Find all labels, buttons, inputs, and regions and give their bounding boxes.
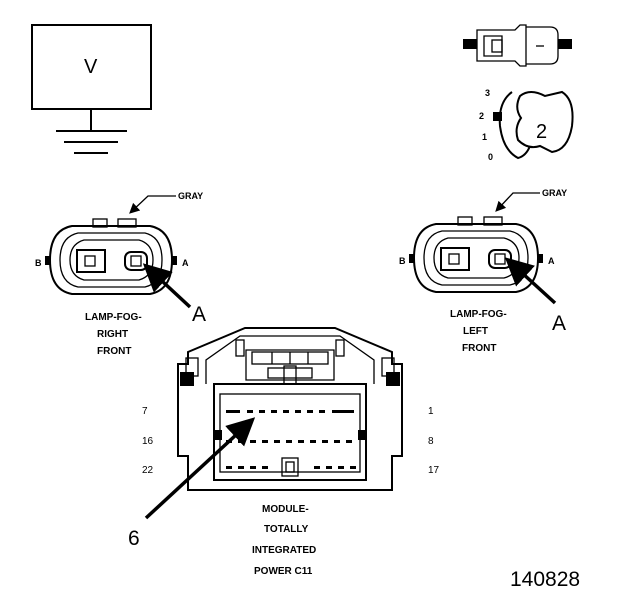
module-pin-16: 16 (142, 436, 154, 447)
right-front-name-line-3: FRONT (97, 346, 131, 357)
figure-number: 140828 (510, 568, 580, 591)
pin-row-1 (226, 410, 354, 413)
left-front-name-line-1: LAMP-FOG- (450, 309, 507, 320)
switch-position-1: 1 (482, 132, 487, 142)
module-pin-7: 7 (142, 406, 148, 417)
ground-icon (56, 130, 127, 154)
left-front-callout: A (552, 312, 566, 335)
left-front-pin-a: A (548, 256, 555, 266)
switch-position-2: 2 (479, 111, 484, 121)
module-name-line-2: TOTALLY (264, 524, 309, 535)
fuse-jumper-icon (463, 24, 572, 67)
switch-position-0: 0 (488, 152, 493, 162)
voltmeter-symbol: V (31, 24, 152, 154)
left-front-name-line-2: LEFT (463, 326, 488, 337)
left-front-wire-color: GRAY (542, 188, 567, 198)
voltmeter-label: V (84, 56, 98, 78)
right-front-callout: A (192, 303, 206, 326)
right-front-pin-b: B (35, 258, 42, 268)
module-pin-22: 22 (142, 465, 154, 476)
module-name-line-4: POWER C11 (254, 566, 313, 577)
module-pin-8: 8 (428, 436, 434, 447)
left-front-name-line-3: FRONT (462, 343, 496, 354)
module-pin-1: 1 (428, 406, 434, 417)
right-front-name-line-1: LAMP-FOG- (85, 312, 142, 323)
lamp-fog-right-front-connector: GRAY B A A LAMP-FOG- RIGHT FRONT (35, 191, 206, 357)
switch-position-3: 3 (485, 88, 490, 98)
right-front-pin-a: A (182, 258, 189, 268)
switch-selected-number: 2 (536, 121, 547, 143)
tipm-c11-connector: 7 1 16 8 22 17 6 MODULE- TOTALLY INTEGRA… (128, 327, 440, 577)
right-front-name-line-2: RIGHT (97, 329, 128, 340)
module-callout: 6 (128, 527, 140, 550)
rotary-switch-icon: 3 2 1 0 2 (479, 88, 574, 162)
module-pin-17: 17 (428, 465, 440, 476)
left-front-pin-b: B (399, 256, 406, 266)
lamp-fog-left-front-connector: GRAY B A A LAMP-FOG- LEFT FRONT (399, 188, 567, 354)
right-front-wire-color: GRAY (178, 191, 203, 201)
module-name-line-1: MODULE- (262, 504, 309, 515)
module-name-line-3: INTEGRATED (252, 545, 316, 556)
pin-row-2 (226, 440, 352, 443)
pin-row-3 (226, 466, 356, 469)
